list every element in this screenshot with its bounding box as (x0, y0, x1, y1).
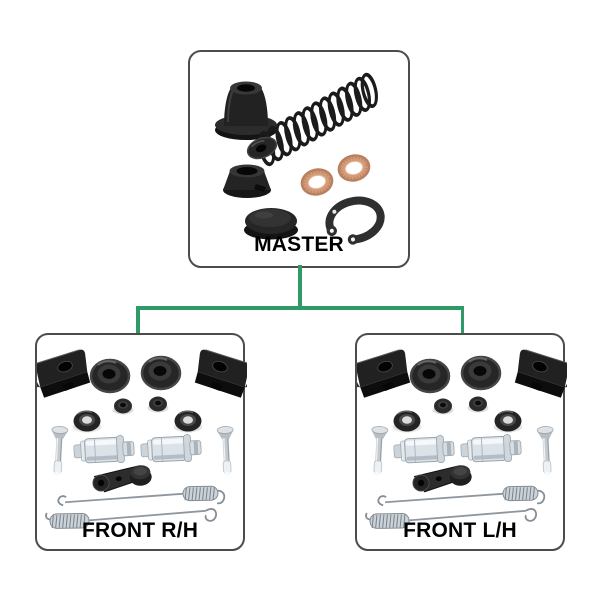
end-cap (244, 208, 298, 240)
front-lh-kit-illustration (357, 343, 567, 533)
copper-washer-2 (333, 149, 375, 187)
node-front-lh-label: FRONT L/H (403, 519, 517, 542)
copper-washer-1 (296, 163, 338, 201)
dust-boot (215, 81, 277, 140)
piston-cup-seal (223, 164, 271, 198)
node-front-rh: FRONT R/H (35, 333, 245, 551)
connector-drop-left (136, 306, 140, 335)
master-kit-illustration (215, 72, 385, 245)
return-spring (257, 72, 378, 167)
snap-ring (325, 196, 385, 245)
connector-drop-right (460, 306, 464, 335)
connector-master-stem (298, 265, 302, 308)
washer-grommet (246, 136, 278, 160)
front-rh-kit-illustration (37, 343, 247, 533)
connector-horizontal (136, 306, 464, 310)
node-front-rh-label: FRONT R/H (81, 519, 199, 542)
node-master-label: MASTER (254, 233, 344, 256)
node-front-lh: FRONT L/H (355, 333, 565, 551)
node-master: MASTER (188, 50, 410, 268)
